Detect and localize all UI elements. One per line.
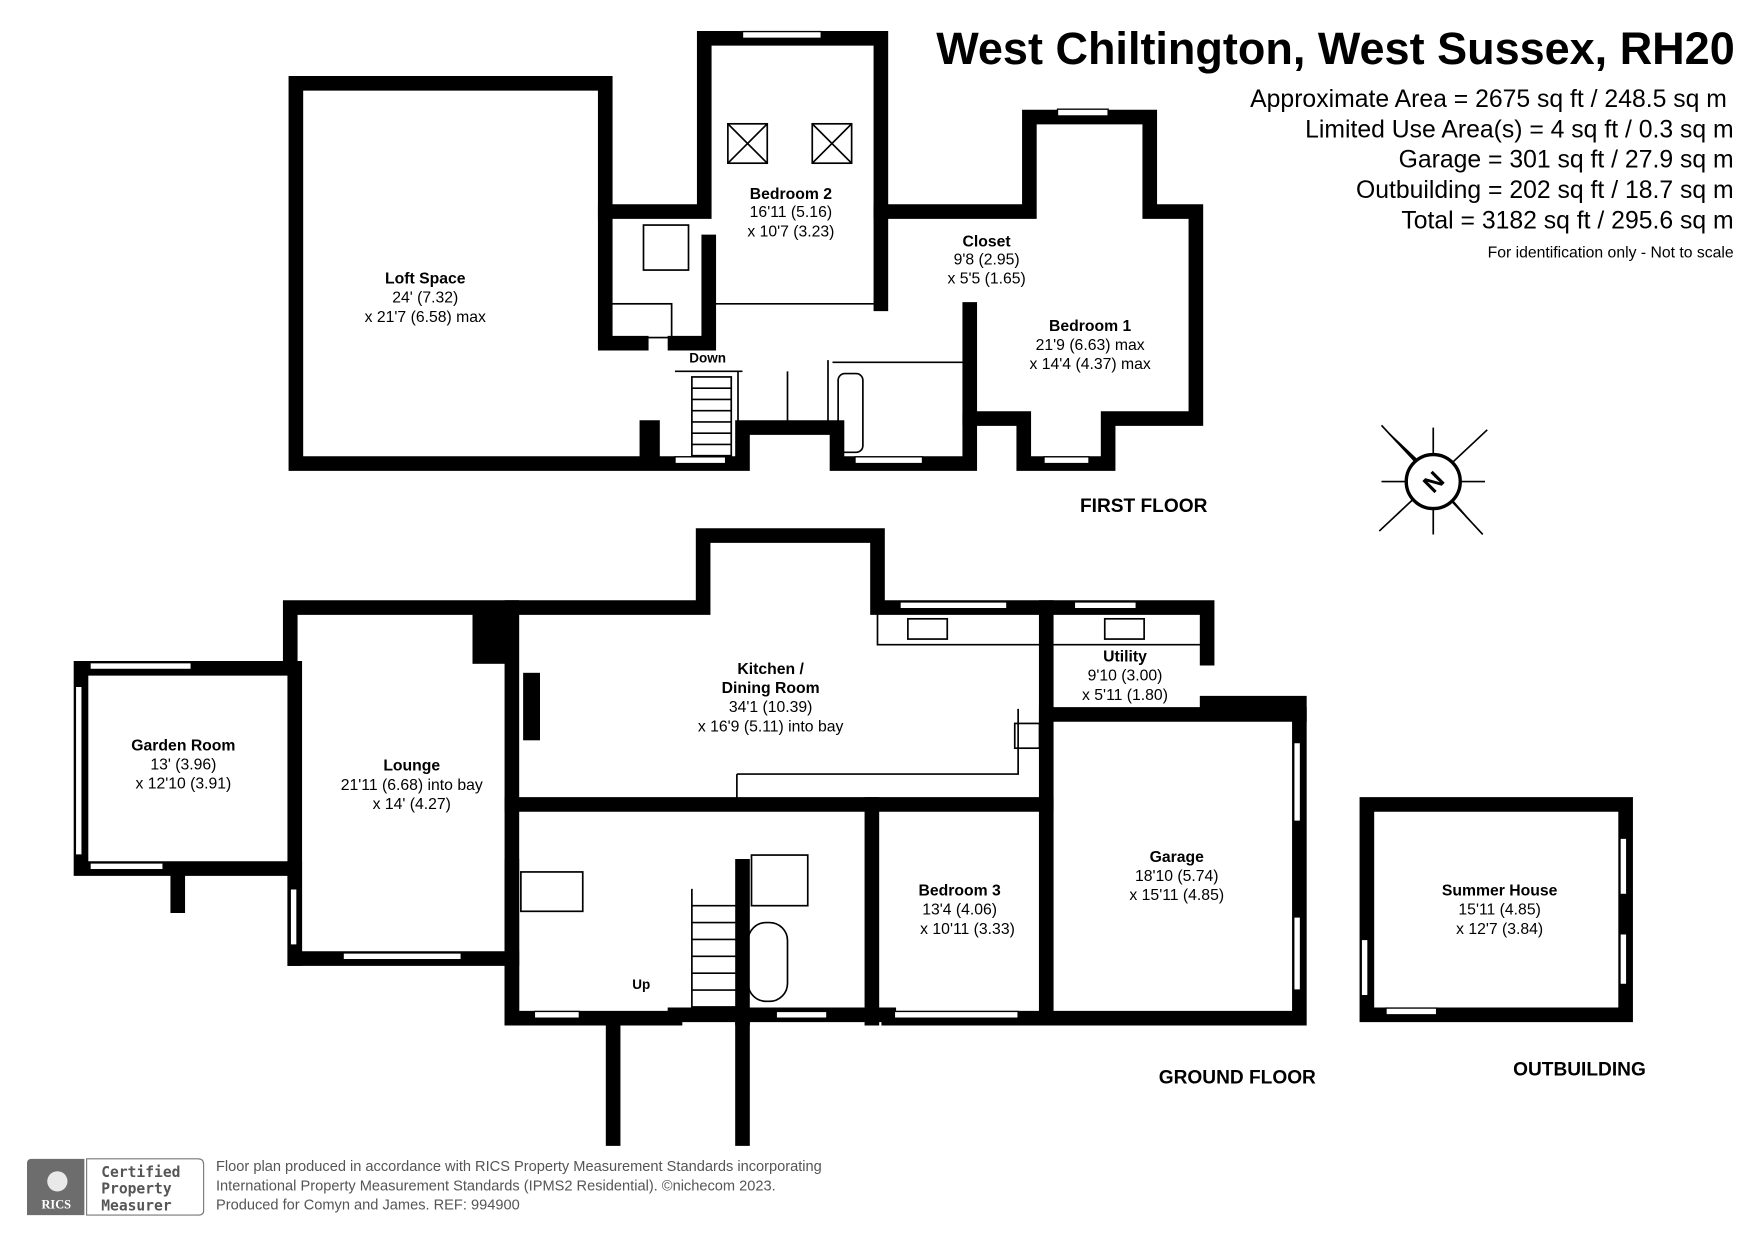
footer-line: Floor plan produced in accordance with R… [216, 1159, 822, 1175]
room-dims: x 10'11 (3.33) [920, 921, 1015, 938]
room-dims: 13' (3.96) [150, 757, 216, 774]
room-dims: x 10'7 (3.23) [747, 223, 834, 240]
rics-badge: RICS Certified Property Measurer [27, 1158, 205, 1216]
room-name: Loft Space [385, 271, 466, 288]
area-garage: Garage = 301 sq ft / 27.9 sq m [1399, 147, 1734, 174]
stair-label: Down [689, 350, 726, 365]
room-name: Lounge [383, 758, 440, 775]
room-dims: 18'10 (5.74) [1135, 868, 1219, 885]
compass-icon: N [1378, 424, 1488, 536]
rics-logo-text: RICS [41, 1197, 71, 1211]
room-dims: x 5'11 (1.80) [1082, 687, 1168, 704]
room-dims: x 14'4 (4.37) max [1030, 356, 1151, 373]
disclaimer: For identification only - Not to scale [1488, 245, 1734, 262]
room-dims: 24' (7.32) [392, 290, 458, 307]
room-dims: x 21'7 (6.58) max [365, 309, 486, 326]
room-dims: 34'1 (10.39) [729, 699, 813, 716]
room-dims: x 16'9 (5.11) into bay [698, 718, 844, 735]
first-floor-walls [288, 30, 1204, 471]
room-dims: 21'11 (6.68) into bay [341, 777, 483, 794]
stair-label: Up [632, 977, 650, 992]
ground-floor-walls [73, 528, 1633, 1146]
badge-line: Certified [101, 1164, 180, 1181]
room-dims: 9'10 (3.00) [1088, 668, 1163, 685]
floor-label: GROUND FLOOR [1159, 1067, 1316, 1088]
room-dims: 13'4 (4.06) [922, 902, 997, 919]
room-name: Bedroom 1 [1049, 318, 1132, 335]
property-title: West Chiltington, West Sussex, RH20 [936, 23, 1735, 74]
room-dims: 21'9 (6.63) max [1036, 337, 1145, 354]
floor-label: OUTBUILDING [1513, 1060, 1646, 1081]
room-name: Bedroom 2 [750, 186, 833, 203]
room-name: Garden Room [131, 737, 235, 754]
room-name: Utility [1103, 649, 1147, 666]
footer-line: International Property Measurement Stand… [216, 1178, 776, 1194]
room-name: Dining Room [722, 680, 820, 697]
area-outbuilding: Outbuilding = 202 sq ft / 18.7 sq m [1356, 177, 1734, 204]
room-name: Kitchen / [737, 661, 804, 678]
area-total: Total = 3182 sq ft / 295.6 sq m [1401, 207, 1733, 234]
room-dims: 9'8 (2.95) [954, 251, 1020, 268]
room-dims: x 14' (4.27) [373, 796, 451, 813]
area-approximate: Approximate Area = 2675 sq ft / 248.5 sq… [1250, 86, 1727, 113]
room-name: Summer House [1442, 883, 1558, 900]
room-name: Closet [963, 233, 1012, 250]
room-dims: 16'11 (5.16) [750, 204, 832, 221]
room-dims: x 5'5 (1.65) [947, 271, 1025, 288]
room-name: Garage [1150, 849, 1205, 866]
room-dims: 15'11 (4.85) [1458, 902, 1540, 919]
room-dims: x 15'11 (4.85) [1129, 887, 1224, 904]
floor-label: FIRST FLOOR [1080, 496, 1208, 517]
footer-line: Produced for Comyn and James. REF: 99490… [216, 1197, 520, 1213]
room-dims: x 12'7 (3.84) [1456, 921, 1543, 938]
badge-line: Property [101, 1181, 172, 1198]
room-dims: x 12'10 (3.91) [135, 776, 231, 793]
badge-line: Measurer [101, 1198, 172, 1215]
area-limited-use: Limited Use Area(s) = 4 sq ft / 0.3 sq m [1305, 116, 1733, 143]
room-name: Bedroom 3 [918, 883, 1001, 900]
